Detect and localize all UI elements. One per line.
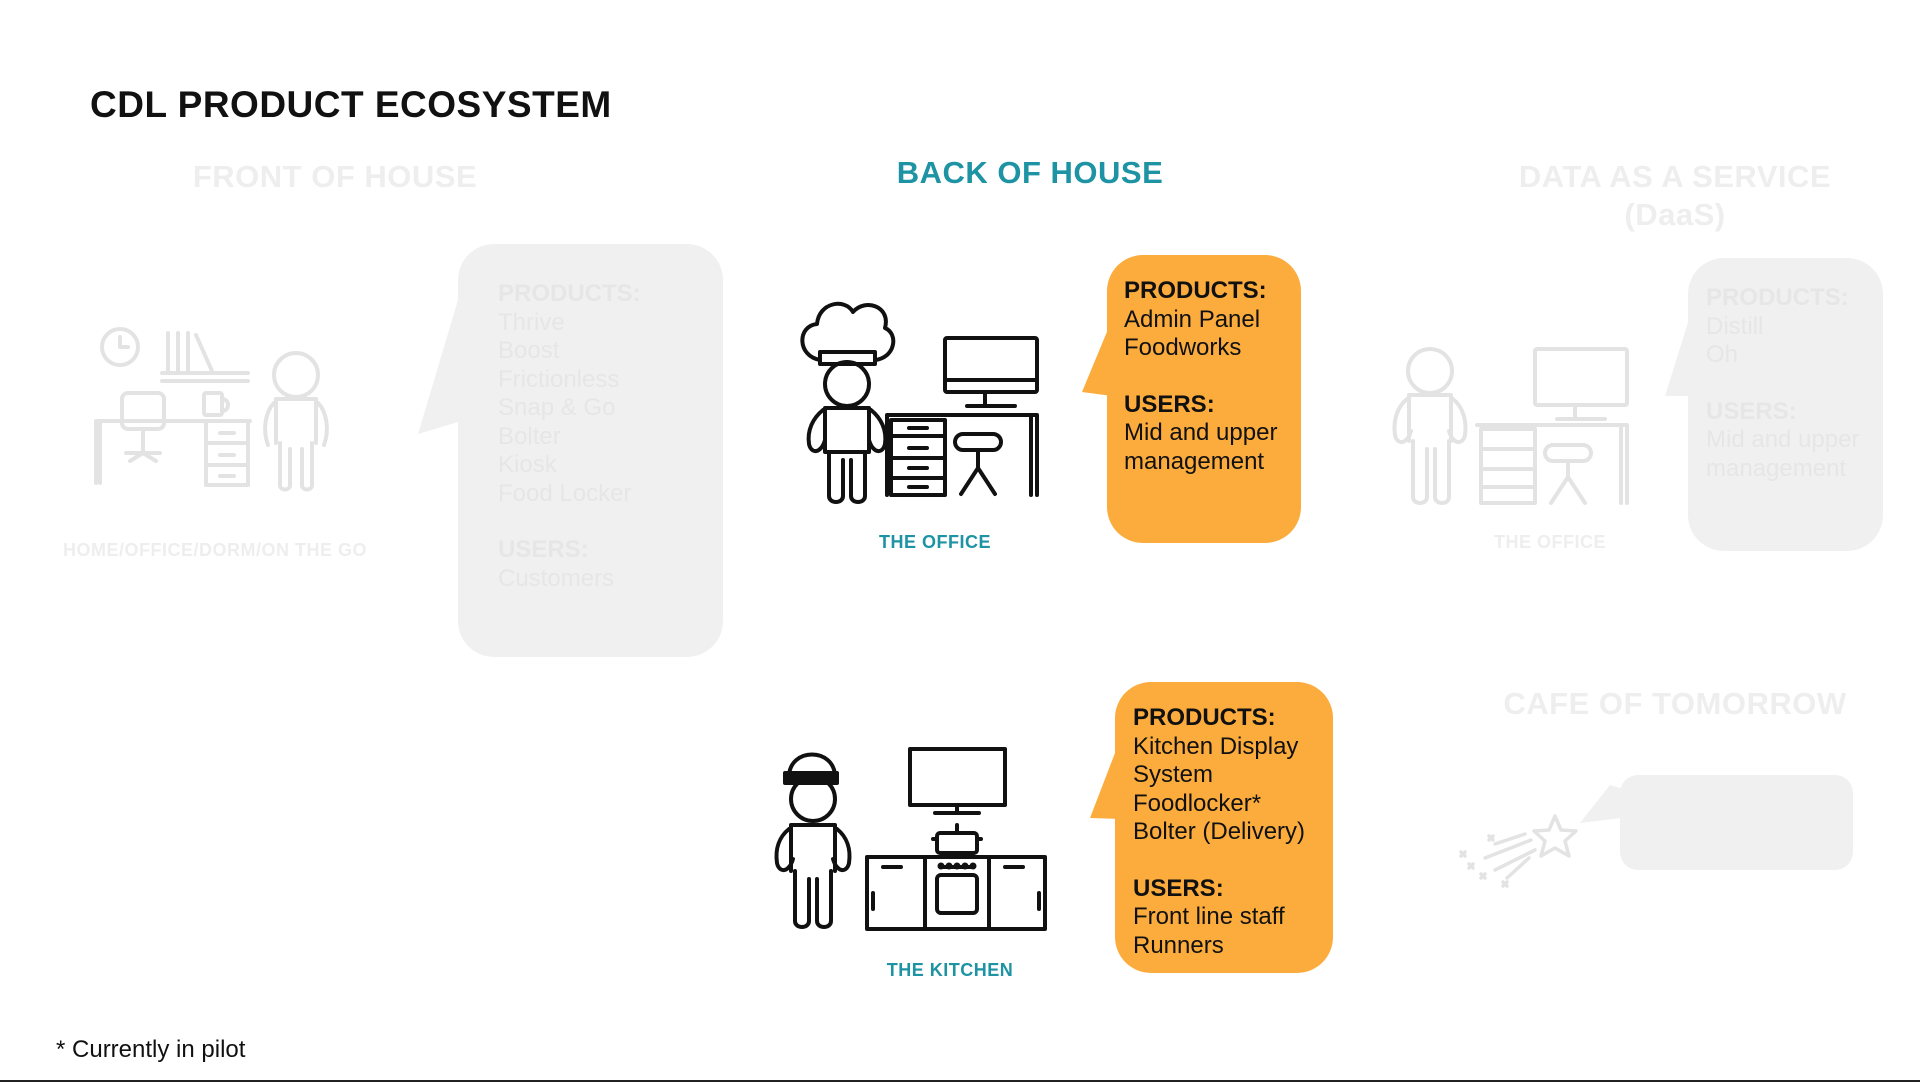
- kitchen-stove-worker-icon: [774, 747, 1047, 931]
- front-of-house-caption: HOME/OFFICE/DORM/ON THE GO: [63, 540, 367, 560]
- users-heading: USERS:: [498, 536, 589, 563]
- users-heading: USERS:: [1124, 390, 1215, 418]
- shooting-star-icon: [1459, 814, 1578, 888]
- product-item: Foodworks: [1124, 334, 1242, 361]
- daas-caption: THE OFFICE: [1494, 532, 1606, 552]
- kitchen-products-bubble: PRODUCTS: Kitchen Display System Foodloc…: [1115, 682, 1333, 973]
- footnote: * Currently in pilot: [56, 1036, 246, 1063]
- product-item: Bolter: [498, 422, 561, 450]
- user-item: Mid and upper: [1706, 426, 1860, 453]
- product-item: Kiosk: [498, 451, 557, 478]
- product-item: System: [1133, 761, 1214, 788]
- back-of-house-title: BACK OF HOUSE: [896, 155, 1164, 190]
- product-item: Distill: [1706, 312, 1764, 340]
- products-heading: PRODUCTS:: [1133, 704, 1276, 731]
- person-office-desk-icon: [1392, 347, 1629, 505]
- product-item: Food Locker: [498, 479, 632, 507]
- product-item: Oh: [1706, 341, 1739, 368]
- user-item: management: [1706, 454, 1847, 482]
- user-item: Front line staff: [1133, 903, 1285, 930]
- user-item: Customers: [498, 564, 615, 592]
- front-of-house-title: FRONT OF HOUSE: [192, 159, 478, 194]
- cafe-of-tomorrow-bubble: [1620, 775, 1853, 870]
- user-item: Runners: [1133, 931, 1224, 959]
- cafe-of-tomorrow-title: CAFE OF TOMORROW: [1503, 686, 1847, 721]
- products-heading: PRODUCTS:: [1124, 277, 1267, 304]
- users-heading: USERS:: [1706, 397, 1797, 425]
- daas-bubble: PRODUCTS: Distill Oh USERS: Mid and uppe…: [1688, 258, 1883, 551]
- user-item: management: [1124, 447, 1265, 475]
- kitchen-caption: THE KITCHEN: [886, 960, 1014, 980]
- front-of-house-bubble: PRODUCTS: Thrive Boost Frictionless Snap…: [458, 244, 723, 657]
- product-item: Bolter (Delivery): [1133, 818, 1306, 845]
- products-heading: PRODUCTS:: [1706, 284, 1849, 311]
- product-item: Boost: [498, 337, 560, 364]
- product-item: Kitchen Display: [1133, 732, 1299, 760]
- product-item: Thrive: [498, 308, 565, 336]
- bubble-tail: [1580, 785, 1630, 823]
- product-item: Admin Panel: [1124, 305, 1261, 333]
- daas-title-line2: (DaaS): [1624, 197, 1726, 232]
- office-caption: THE OFFICE: [879, 532, 991, 552]
- daas-title: DATA AS A SERVICE (DaaS): [1490, 158, 1860, 234]
- office-products-bubble: PRODUCTS: Admin Panel Foodworks USERS: M…: [1107, 255, 1301, 543]
- products-heading: PRODUCTS:: [498, 280, 641, 307]
- bottom-divider: [0, 1080, 1920, 1082]
- daas-title-line1: DATA AS A SERVICE: [1518, 159, 1832, 194]
- product-item: Frictionless: [498, 365, 620, 393]
- user-item: Mid and upper: [1124, 419, 1278, 446]
- chef-office-desk-icon: [800, 302, 1039, 504]
- users-heading: USERS:: [1133, 874, 1224, 902]
- product-item: Foodlocker*: [1133, 789, 1262, 817]
- product-item: Snap & Go: [498, 394, 616, 421]
- page-title: CDL PRODUCT ECOSYSTEM: [90, 84, 612, 125]
- home-office-desk-person-icon: [94, 327, 329, 492]
